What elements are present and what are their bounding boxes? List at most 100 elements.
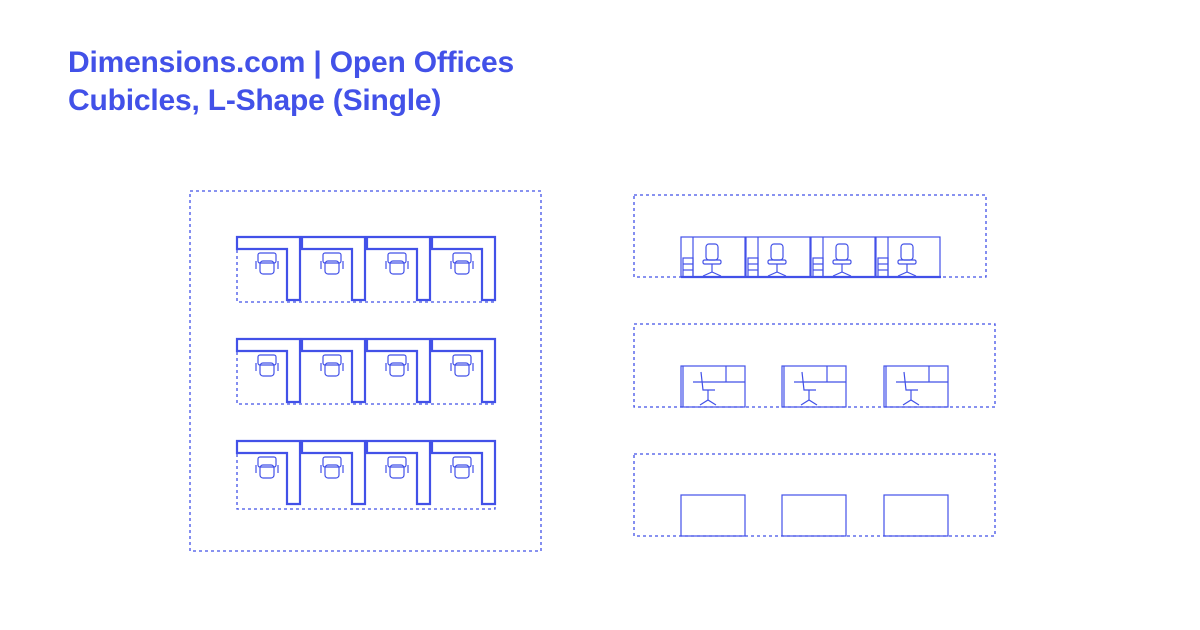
cubicle-plan	[430, 439, 497, 506]
cubicle-plan	[430, 235, 497, 302]
cubicle-back-panel	[883, 494, 949, 537]
chair-seat	[454, 362, 470, 377]
chair-profile	[903, 371, 918, 391]
plan-view	[189, 190, 542, 552]
chair-base	[767, 271, 787, 277]
chair-base	[897, 271, 917, 277]
pedestal	[682, 257, 694, 278]
chair-back	[257, 456, 277, 468]
pedestal	[877, 257, 889, 278]
l-shaped-desk	[365, 235, 432, 302]
l-shaped-desk	[235, 439, 302, 506]
chair-seat	[259, 464, 275, 479]
chair-seat	[389, 362, 405, 377]
chair-base	[902, 399, 920, 406]
chair-back	[387, 252, 407, 264]
cubicle-plan	[365, 439, 432, 506]
page-subtitle: Cubicles, L-Shape (Single)	[68, 84, 442, 117]
title-block: Dimensions.com | Open Offices Cubicles, …	[68, 44, 514, 120]
chair-back	[770, 243, 784, 261]
plan-row	[235, 235, 497, 303]
chair-back	[257, 252, 277, 264]
front-elevation	[633, 194, 987, 279]
l-shaped-desk	[300, 337, 367, 404]
chair-seat	[702, 259, 722, 265]
chair-seat	[324, 464, 340, 479]
cubicle-plan	[365, 337, 432, 404]
l-shaped-desk	[365, 439, 432, 506]
pedestal	[747, 257, 759, 278]
panel	[875, 236, 941, 278]
chair-seat	[259, 260, 275, 275]
l-shaped-desk	[300, 235, 367, 302]
cubicle-plan	[235, 337, 302, 404]
plan-outline	[189, 190, 542, 552]
chair-base	[699, 399, 717, 406]
panel	[781, 365, 847, 408]
chair-seat	[832, 259, 852, 265]
cubicle-front	[810, 236, 876, 278]
chair-base	[800, 399, 818, 406]
back-elevation	[633, 453, 996, 537]
chair-seat	[324, 260, 340, 275]
pedestal	[812, 257, 824, 278]
chair-back	[322, 456, 342, 468]
panel	[810, 236, 876, 278]
cubicle-side	[883, 365, 949, 408]
l-shaped-desk	[430, 235, 497, 302]
cubicle-plan	[430, 337, 497, 404]
cubicle-plan	[235, 439, 302, 506]
chair-base	[702, 271, 722, 277]
cubicle-plan	[365, 235, 432, 302]
chair-seat	[389, 260, 405, 275]
chair-seat	[454, 464, 470, 479]
plan-row	[235, 439, 497, 510]
panel	[883, 365, 949, 408]
chair-seat	[454, 260, 470, 275]
chair-profile	[801, 371, 816, 391]
cubicle-front	[745, 236, 811, 278]
cubicle-plan	[300, 439, 367, 506]
cubicle-plan	[300, 337, 367, 404]
panel	[680, 236, 746, 278]
cubicle-side	[781, 365, 847, 408]
chair-back	[322, 252, 342, 264]
chair-profile	[700, 371, 715, 391]
l-shaped-desk	[235, 235, 302, 302]
l-shaped-desk	[430, 439, 497, 506]
cubicle-plan	[300, 235, 367, 302]
chair-back	[835, 243, 849, 261]
l-shaped-desk	[300, 439, 367, 506]
chair-seat	[389, 464, 405, 479]
chair-back	[452, 354, 472, 366]
l-shaped-desk	[235, 337, 302, 404]
cubicle-back-panel	[781, 494, 847, 537]
chair-back	[387, 456, 407, 468]
chair-back	[387, 354, 407, 366]
chair-base	[832, 271, 852, 277]
plan-row	[235, 337, 497, 405]
chair-seat	[897, 259, 917, 265]
side-elevation	[633, 323, 996, 408]
front-outline	[633, 194, 987, 278]
cubicle-front	[875, 236, 941, 278]
back-outline	[633, 453, 996, 537]
chair-back	[322, 354, 342, 366]
cubicle-front	[680, 236, 746, 278]
chair-back	[452, 456, 472, 468]
l-shaped-desk	[365, 337, 432, 404]
chair-back	[900, 243, 914, 261]
chair-back	[452, 252, 472, 264]
chair-seat	[259, 362, 275, 377]
page-title: Dimensions.com | Open Offices	[68, 46, 515, 79]
chair-seat	[324, 362, 340, 377]
chair-back	[257, 354, 277, 366]
cubicle-side	[680, 365, 746, 408]
panel	[745, 236, 811, 278]
panel	[680, 365, 746, 408]
cubicle-plan	[235, 235, 302, 302]
l-shaped-desk	[430, 337, 497, 404]
chair-back	[705, 243, 719, 261]
cubicle-back-panel	[680, 494, 746, 537]
